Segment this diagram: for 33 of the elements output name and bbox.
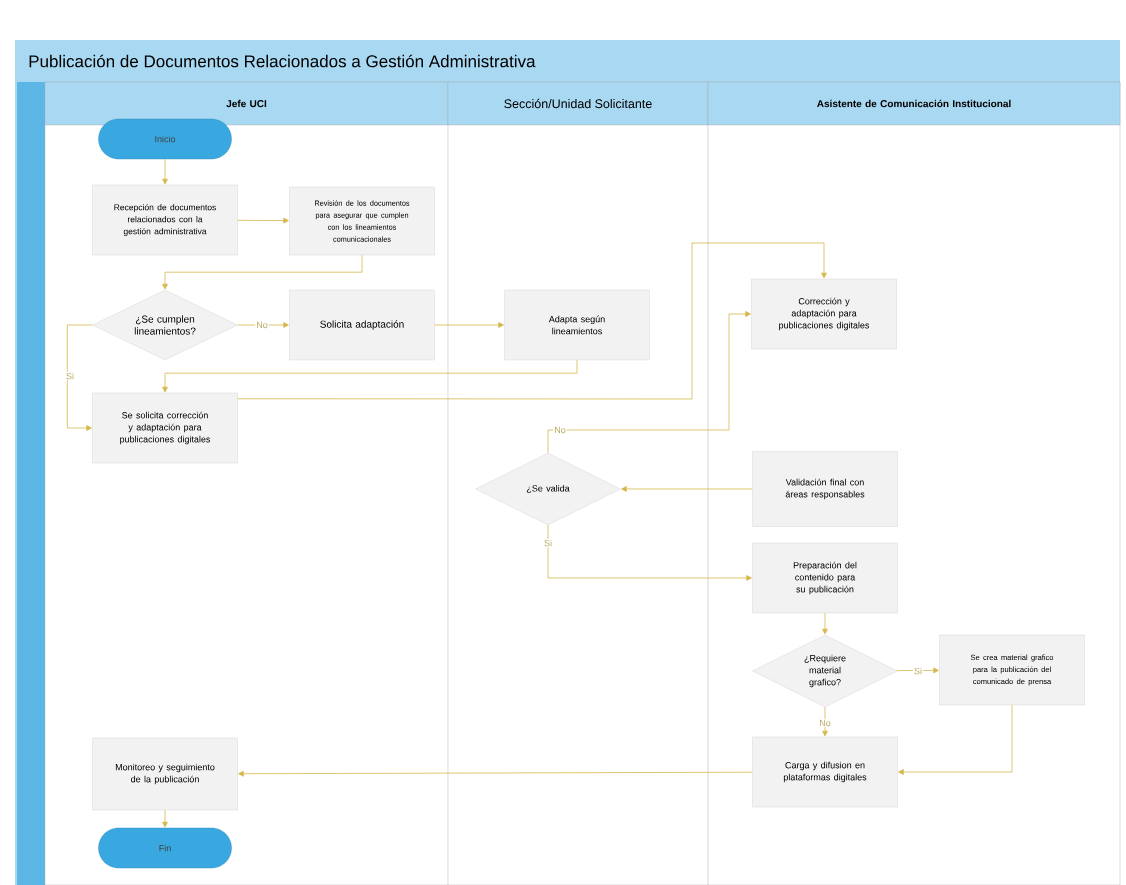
arrow (162, 809, 168, 828)
arrow (237, 242, 827, 400)
process-box: Preparación del contenido para su publicación (752, 542, 898, 614)
process-box: Solicita adaptación (289, 289, 435, 361)
arrow (237, 322, 289, 328)
arrow (822, 612, 828, 635)
arrow (621, 486, 753, 492)
arrow (66, 324, 93, 431)
process-box: Recepción de documentos relacionados con la gestión administrativa (92, 184, 238, 256)
edge-label: Si (543, 538, 553, 548)
arrow (434, 322, 504, 328)
arrow (547, 311, 751, 454)
arrow (162, 158, 168, 185)
process-box: Validación final con áreas responsables (752, 451, 898, 527)
process-box: Carga y difusion en plataformas digitales (752, 736, 898, 808)
process-box: Monitoreo y seguimiento de la publicación (92, 737, 238, 811)
edge-label: No (553, 425, 567, 435)
edge-label: Si (913, 666, 923, 676)
arrow (162, 359, 578, 393)
arrow (547, 524, 752, 581)
process-box: Corrección y adaptación para publicaciones digitales (751, 278, 897, 350)
arrow (896, 667, 939, 674)
edge-label: Si (65, 371, 75, 381)
arrow (237, 217, 289, 224)
title: Publicación de Documentos Relacionados a Gestión Administrativa (29, 54, 536, 68)
arrow (162, 254, 363, 290)
arrow (822, 706, 828, 737)
edge-label: No (255, 320, 269, 330)
arrow (238, 770, 753, 777)
arrow (898, 704, 1013, 775)
edge-label: No (818, 718, 832, 728)
process-box: Se solicita corrección y adaptación para publicaciones digitales (92, 392, 238, 464)
process-box: Adapta según lineamientos (504, 289, 650, 361)
